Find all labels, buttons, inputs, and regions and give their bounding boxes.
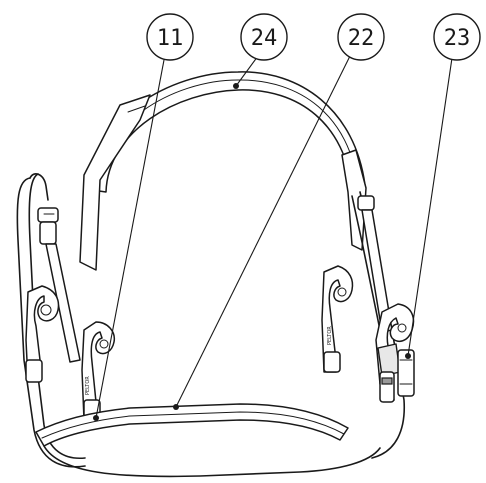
left-clip-large <box>25 285 60 383</box>
leader-dot-11 <box>93 415 99 421</box>
neckband <box>35 403 381 478</box>
svg-text:PELTOR: PELTOR <box>85 376 91 395</box>
leader-22 <box>175 55 351 408</box>
callout-label-11: 11 <box>157 26 184 51</box>
callout-11: 11 <box>146 13 194 61</box>
left-adjuster <box>37 207 81 363</box>
leader-dot-22 <box>173 404 179 410</box>
svg-text:PELTOR: PELTOR <box>327 326 333 345</box>
callout-22: 22 <box>337 13 385 61</box>
leader-dot-24 <box>233 83 239 89</box>
right-clip-inner: PELTOR <box>321 265 354 373</box>
leader-23 <box>407 57 453 357</box>
callout-23: 23 <box>433 13 481 61</box>
right-clip-outer <box>375 303 415 403</box>
callout-24: 24 <box>240 13 288 61</box>
callout-label-24: 24 <box>251 26 278 51</box>
leader-lines <box>93 55 453 421</box>
leader-24 <box>235 55 259 87</box>
callout-label-22: 22 <box>348 26 375 51</box>
right-adjuster <box>357 195 393 333</box>
callout-label-23: 23 <box>444 26 471 51</box>
leader-11 <box>95 59 165 419</box>
headband-strap <box>79 71 367 271</box>
leader-dot-23 <box>405 353 411 359</box>
